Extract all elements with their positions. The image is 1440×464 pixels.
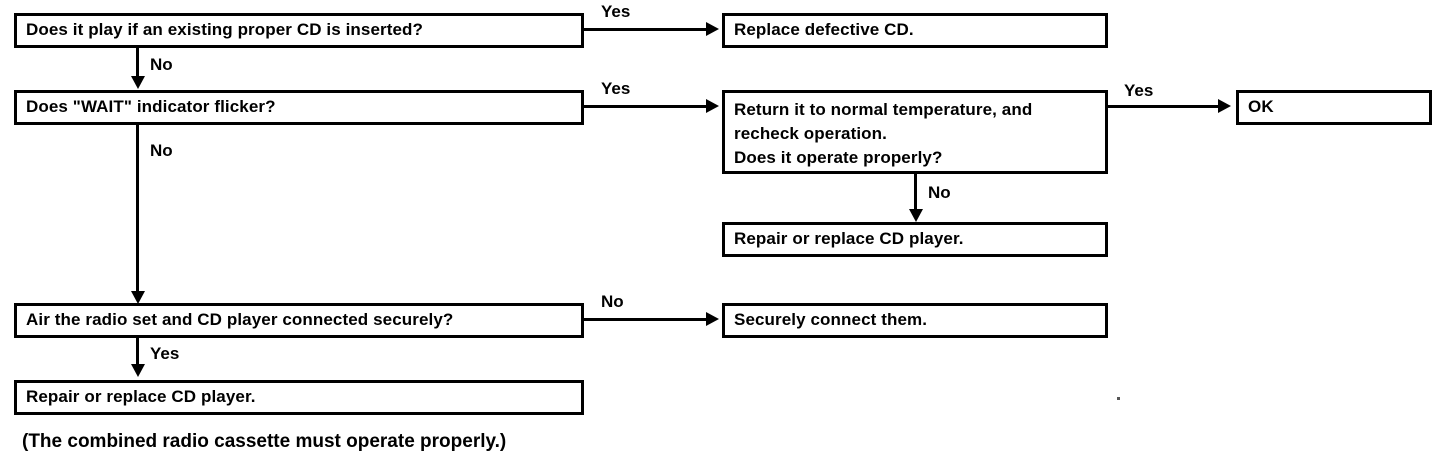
edge-arrowhead-q3-a3 <box>909 209 923 222</box>
node-q3-label: Return it to normal temperature, and rec… <box>734 100 1033 168</box>
edge-line-q1-q2 <box>136 48 139 82</box>
edge-arrowhead-q1-a1 <box>706 22 719 36</box>
node-q2-label: Does "WAIT" indicator flicker? <box>26 97 276 117</box>
node-q4-label: Air the radio set and CD player connecte… <box>26 310 454 330</box>
node-a3-label: Repair or replace CD player. <box>734 229 964 249</box>
node-a4-label: Securely connect them. <box>734 310 928 330</box>
diagram-caption: (The combined radio cassette must operat… <box>22 431 507 452</box>
edge-arrowhead-q4-a4 <box>706 312 719 326</box>
node-q1-label: Does it play if an existing proper CD is… <box>26 20 424 40</box>
node-a4[interactable]: Securely connect them. <box>722 303 1108 338</box>
edge-arrowhead-q3-a2 <box>1218 99 1231 113</box>
edge-arrowhead-q2-q4 <box>131 291 145 304</box>
edge-label-no-q3: No <box>928 183 951 202</box>
edge-label-no-q1: No <box>150 55 173 74</box>
edge-line-q1-a1 <box>584 28 714 31</box>
scan-speck <box>1117 397 1120 400</box>
edge-line-q2-q4 <box>136 125 139 297</box>
edge-label-no-q4: No <box>601 292 624 311</box>
edge-line-q4-a5 <box>136 338 139 370</box>
node-q4[interactable]: Air the radio set and CD player connecte… <box>14 303 584 338</box>
edge-line-q2-q3 <box>584 105 714 108</box>
node-a2[interactable]: OK <box>1236 90 1432 125</box>
edge-arrowhead-q4-a5 <box>131 364 145 377</box>
edge-label-yes-q3: Yes <box>1124 81 1154 100</box>
edge-line-q4-a4 <box>584 318 714 321</box>
edge-label-no-q2: No <box>150 141 173 160</box>
edge-arrowhead-q2-q3 <box>706 99 719 113</box>
edge-arrowhead-q1-q2 <box>131 76 145 89</box>
edge-label-yes-q1: Yes <box>601 2 631 21</box>
node-q1[interactable]: Does it play if an existing proper CD is… <box>14 13 584 48</box>
edge-line-q3-a3 <box>914 174 917 214</box>
edge-label-yes-q2: Yes <box>601 79 631 98</box>
node-a5-label: Repair or replace CD player. <box>26 387 256 407</box>
edge-label-yes-q4: Yes <box>150 344 180 363</box>
node-q3[interactable]: Return it to normal temperature, and rec… <box>722 90 1108 174</box>
node-a5[interactable]: Repair or replace CD player. <box>14 380 584 415</box>
node-a1[interactable]: Replace defective CD. <box>722 13 1108 48</box>
node-a1-label: Replace defective CD. <box>734 20 914 40</box>
node-q2[interactable]: Does "WAIT" indicator flicker? <box>14 90 584 125</box>
node-a3[interactable]: Repair or replace CD player. <box>722 222 1108 257</box>
edge-line-q3-a2 <box>1108 105 1226 108</box>
node-a2-label: OK <box>1248 97 1274 117</box>
